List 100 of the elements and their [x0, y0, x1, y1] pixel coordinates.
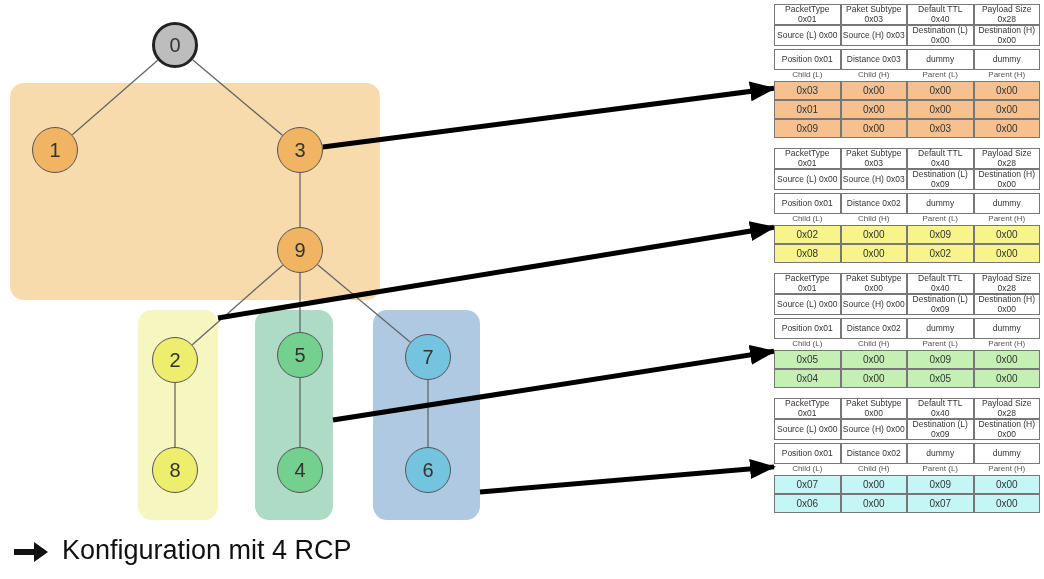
table-cell: 0x09	[907, 225, 974, 244]
table-cell: Position 0x01	[774, 443, 841, 464]
arrow	[322, 81, 776, 150]
table-cell: 0x00	[840, 494, 907, 513]
column-label: Parent (H)	[987, 464, 1027, 475]
table-cell: Position 0x01	[774, 49, 841, 70]
group-band	[255, 310, 333, 520]
table-cell: Default TTL 0x40	[907, 398, 974, 419]
table-cell: Source (L) 0x00	[774, 169, 841, 190]
table-cell: 0x00	[973, 119, 1040, 138]
tree-node: 4	[277, 447, 323, 493]
table-cell: 0x01	[774, 100, 841, 119]
table-cell: PacketType 0x01	[774, 398, 841, 419]
tree-node: 2	[152, 337, 198, 383]
tree-node: 6	[405, 447, 451, 493]
table-cell: 0x00	[840, 81, 907, 100]
column-label: Child (L)	[791, 339, 824, 350]
table-cell: 0x00	[973, 81, 1040, 100]
table-cell: Paket Subtype 0x03	[840, 4, 907, 25]
tree-node: 5	[277, 332, 323, 378]
table-cell: 0x00	[840, 350, 907, 369]
table-cell: dummy	[973, 49, 1040, 70]
tree-edge	[317, 264, 411, 343]
table-cell: 0x00	[840, 475, 907, 494]
table-cell: PacketType 0x01	[774, 148, 841, 169]
table-cell: Distance 0x03	[840, 49, 907, 70]
table-cell: 0x05	[774, 350, 841, 369]
table-cell: 0x07	[907, 494, 974, 513]
table-cell: dummy	[907, 193, 974, 214]
table-cell: 0x00	[973, 475, 1040, 494]
column-label: Parent (L)	[921, 214, 960, 225]
column-label: Parent (L)	[921, 339, 960, 350]
tree-node: 1	[32, 127, 78, 173]
column-label: Child (H)	[856, 214, 891, 225]
table-cell: 0x00	[973, 244, 1040, 263]
table-cell: 0x09	[774, 119, 841, 138]
table-cell: Payload Size 0x28	[973, 148, 1040, 169]
tree-edge	[299, 272, 301, 333]
table-cell: 0x00	[840, 100, 907, 119]
arrow	[332, 345, 776, 423]
table-cell: Payload Size 0x28	[973, 398, 1040, 419]
table-cell: Destination (H) 0x00	[973, 169, 1040, 190]
tree-node: 0	[152, 22, 198, 68]
table-cell: Default TTL 0x40	[907, 4, 974, 25]
table-cell: Position 0x01	[774, 318, 841, 339]
tree-edge	[299, 172, 301, 228]
column-label: Child (H)	[856, 339, 891, 350]
column-label: Parent (H)	[987, 339, 1027, 350]
table-cell: Source (H) 0x03	[840, 25, 907, 46]
table-cell: Source (H) 0x00	[840, 294, 907, 315]
table-cell: dummy	[907, 443, 974, 464]
table-cell: Destination (L) 0x09	[907, 294, 974, 315]
column-label: Parent (L)	[921, 464, 960, 475]
table-cell: 0x02	[907, 244, 974, 263]
table-cell: 0x03	[907, 119, 974, 138]
group-band	[373, 310, 480, 520]
table-cell: Paket Subtype 0x03	[840, 148, 907, 169]
table-cell: Source (L) 0x00	[774, 294, 841, 315]
table-cell: 0x00	[840, 244, 907, 263]
table-cell: PacketType 0x01	[774, 4, 841, 25]
table-cell: Distance 0x02	[840, 443, 907, 464]
tree-node: 7	[405, 334, 451, 380]
table-cell: Paket Subtype 0x00	[840, 273, 907, 294]
tree-edge	[174, 382, 176, 448]
table-cell: 0x00	[907, 100, 974, 119]
column-label: Child (L)	[791, 214, 824, 225]
table-cell: 0x05	[907, 369, 974, 388]
tree-node: 9	[277, 227, 323, 273]
tree-node: 3	[277, 127, 323, 173]
table-cell: 0x09	[907, 475, 974, 494]
table-cell: Destination (H) 0x00	[973, 294, 1040, 315]
table-cell: Paket Subtype 0x00	[840, 398, 907, 419]
table-cell: 0x00	[840, 119, 907, 138]
group-band	[138, 310, 218, 520]
table-cell: Destination (L) 0x00	[907, 25, 974, 46]
table-cell: 0x09	[907, 350, 974, 369]
table-cell: Destination (L) 0x09	[907, 169, 974, 190]
table-cell: dummy	[907, 49, 974, 70]
column-label: Parent (H)	[987, 214, 1027, 225]
table-cell: Default TTL 0x40	[907, 148, 974, 169]
tree-edge	[191, 59, 284, 136]
column-label: Child (H)	[856, 464, 891, 475]
tree-edge	[71, 59, 159, 136]
tree-edge	[299, 377, 301, 448]
table-cell: Payload Size 0x28	[973, 4, 1040, 25]
column-label: Parent (H)	[987, 70, 1027, 81]
table-cell: dummy	[973, 193, 1040, 214]
arrow	[217, 221, 776, 321]
table-cell: Distance 0x02	[840, 193, 907, 214]
tree-edge	[427, 379, 429, 448]
table-cell: 0x06	[774, 494, 841, 513]
table-cell: Source (L) 0x00	[774, 419, 841, 440]
table-cell: 0x02	[774, 225, 841, 244]
table-cell: 0x00	[973, 350, 1040, 369]
table-cell: dummy	[973, 443, 1040, 464]
table-cell: Destination (H) 0x00	[973, 419, 1040, 440]
tree-node: 8	[152, 447, 198, 493]
table-cell: 0x00	[973, 100, 1040, 119]
table-cell: 0x00	[840, 369, 907, 388]
caption-text: Konfiguration mit 4 RCP	[62, 535, 352, 566]
